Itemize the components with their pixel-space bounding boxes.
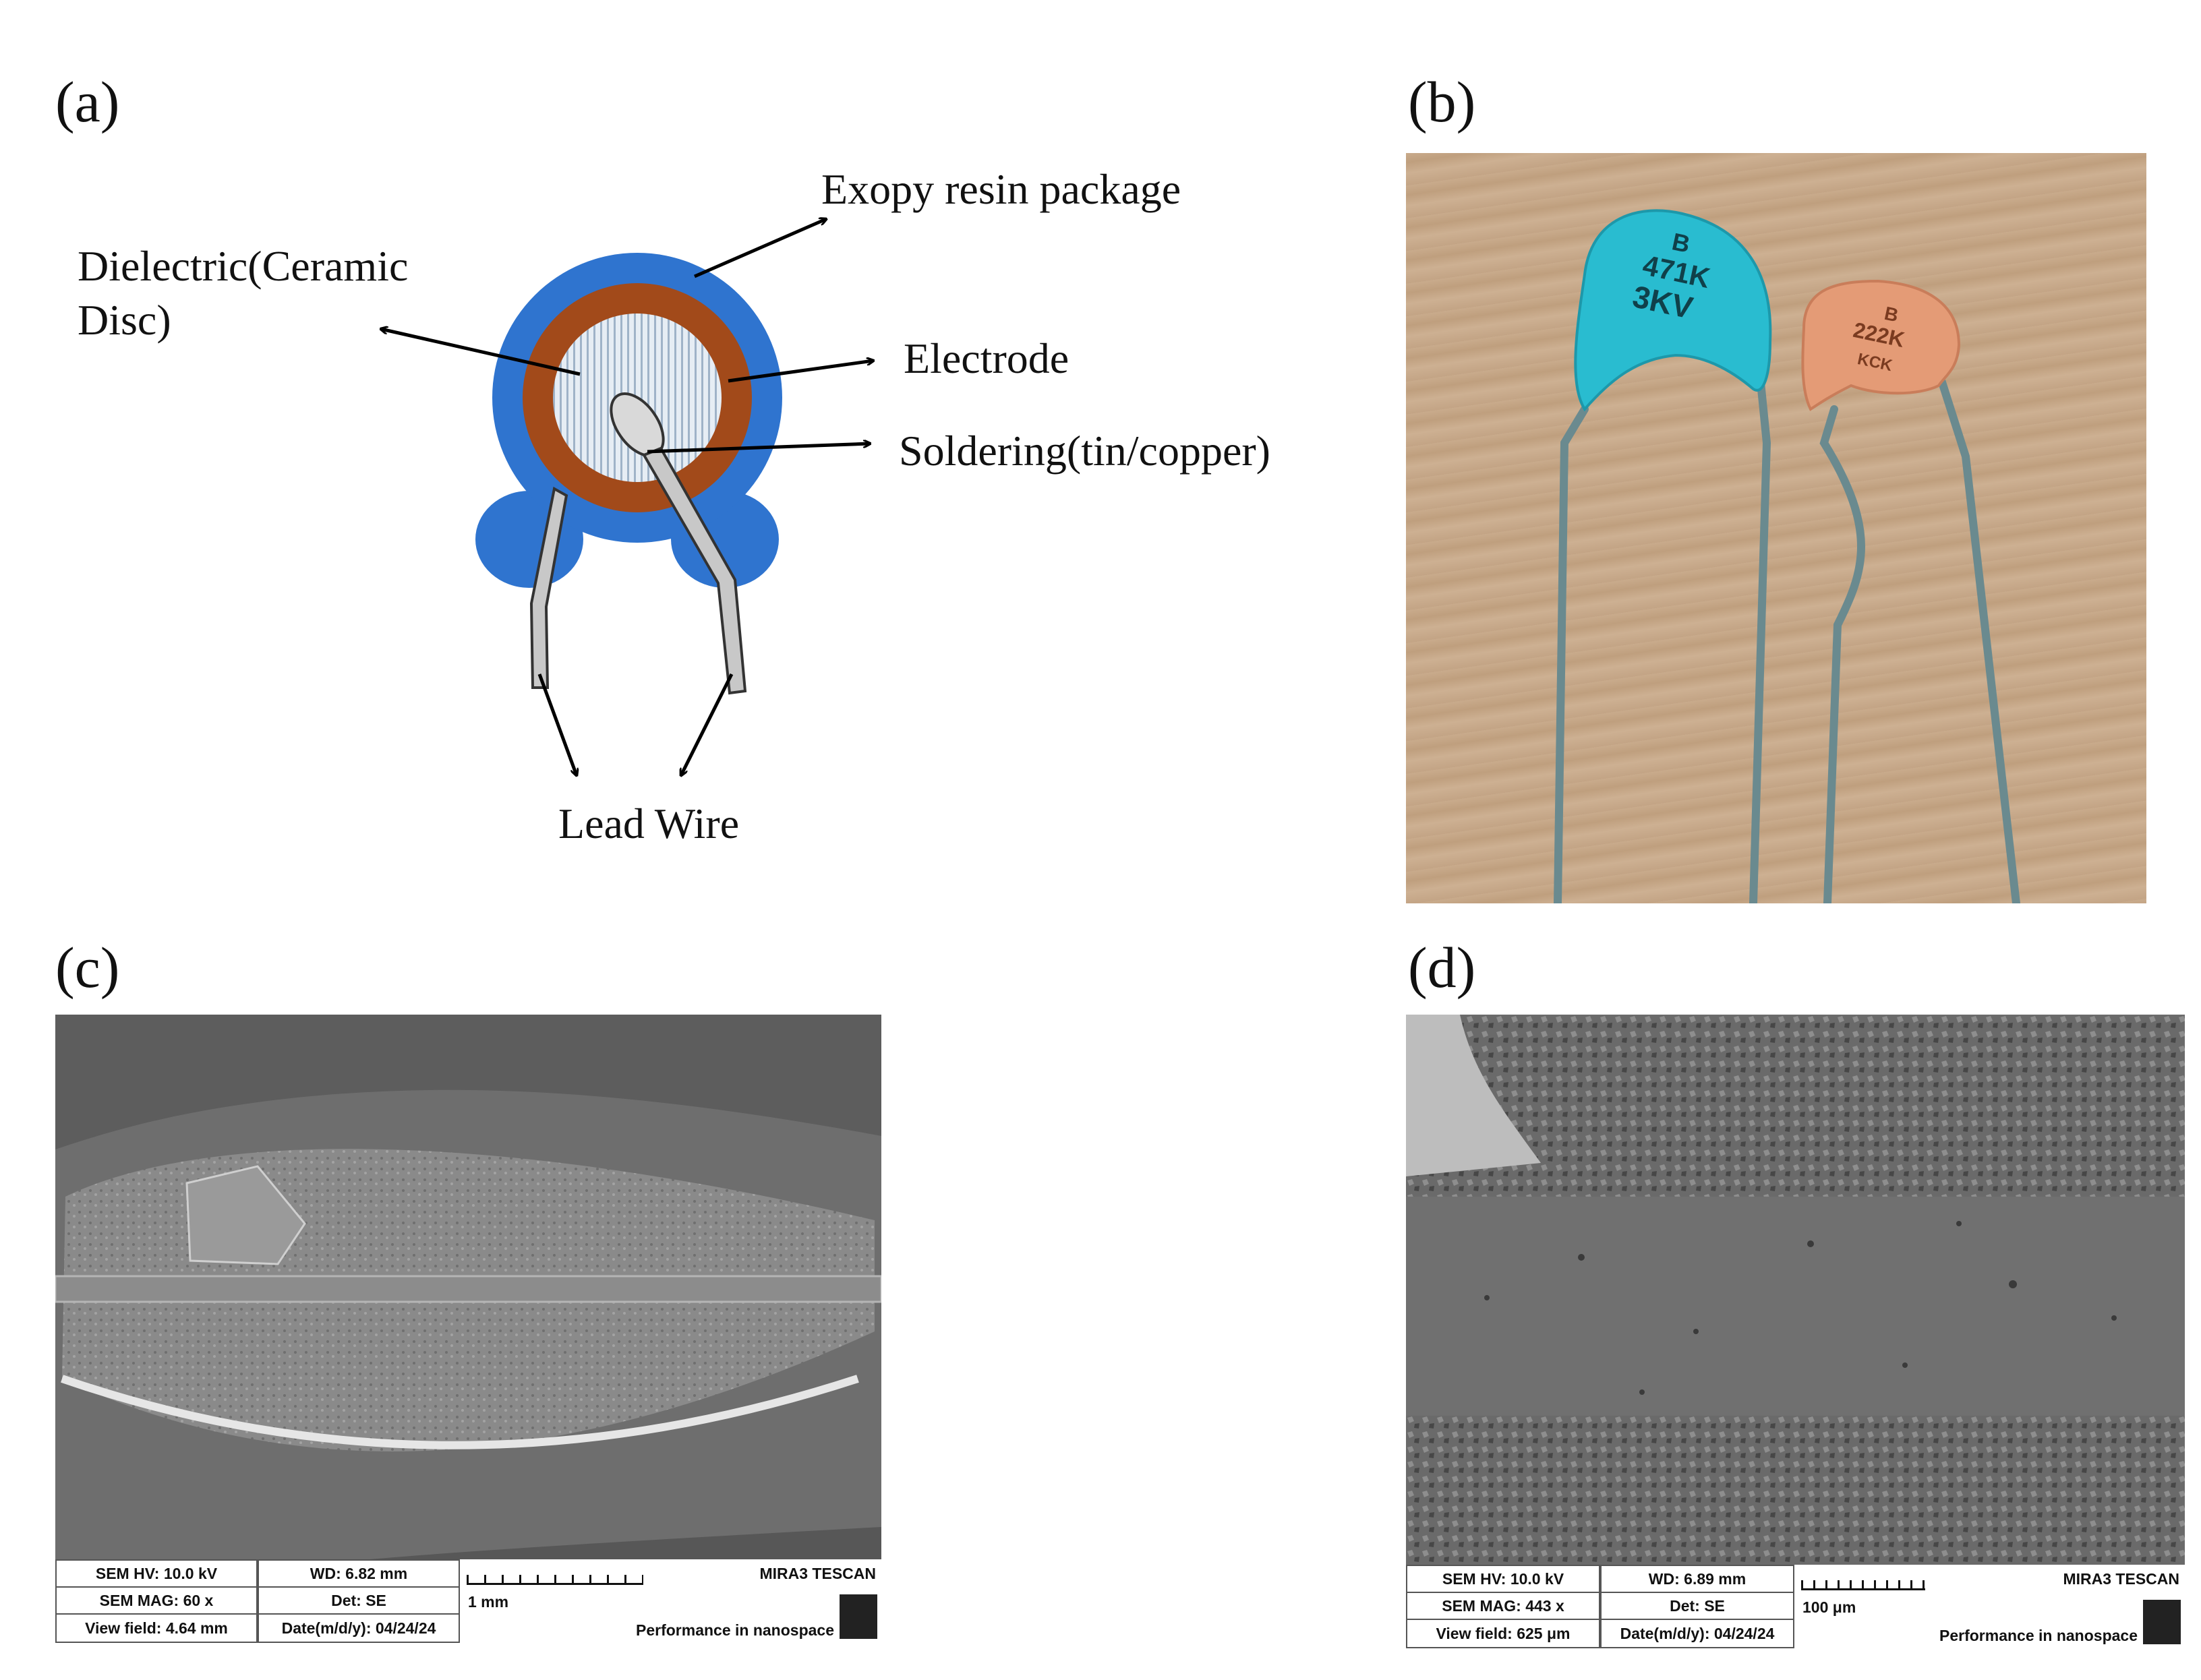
sem-date-d: Date(m/d/y): 04/24/24 bbox=[1600, 1619, 1794, 1648]
sem-hv-d: SEM HV: 10.0 kV bbox=[1406, 1565, 1600, 1593]
sem-tagline-c: Performance in nanospace bbox=[636, 1621, 834, 1639]
sem-scale-bar-c bbox=[467, 1562, 643, 1585]
label-lead-wire: Lead Wire bbox=[558, 800, 740, 847]
sem-info-bar-d: SEM HV: 10.0 kV WD: 6.89 mm MIRA3 TESCAN… bbox=[1406, 1565, 2185, 1648]
label-electrode: Electrode bbox=[904, 334, 1069, 382]
lead-wire-right bbox=[642, 446, 747, 695]
sem-scale-c: 1 mm bbox=[468, 1593, 509, 1611]
sem-date-c: Date(m/d/y): 04/24/24 bbox=[258, 1613, 460, 1643]
annotation-arrows bbox=[381, 219, 873, 775]
panel-c-label: (c) bbox=[55, 935, 120, 1000]
tescan-logo-c bbox=[840, 1594, 877, 1639]
sem-image-c: SEM HV: 10.0 kV WD: 6.82 mm MIRA3 TESCAN… bbox=[55, 1015, 881, 1643]
panel-b-label: (b) bbox=[1408, 69, 1476, 134]
panel-d-label: (d) bbox=[1408, 935, 1476, 1000]
sem-wd-d: WD: 6.89 mm bbox=[1600, 1565, 1794, 1593]
capacitor-1-lead-left bbox=[1554, 405, 1589, 903]
sem-det-d: Det: SE bbox=[1600, 1592, 1794, 1620]
capacitor-photo: B 471K 3KV B 222K KCK bbox=[1406, 153, 2146, 903]
label-resin-package: Exopy resin package bbox=[821, 165, 1181, 213]
sem-scale-bar-d bbox=[1801, 1567, 1925, 1590]
sem-det-c: Det: SE bbox=[258, 1586, 460, 1615]
upper-ceramic-layer bbox=[1406, 1015, 2185, 1200]
capacitor-1-body bbox=[1574, 209, 1772, 412]
capacitor-2-lead-right bbox=[1938, 378, 2020, 903]
sem-wd-c: WD: 6.82 mm bbox=[258, 1559, 460, 1588]
sem-tagline-d: Performance in nanospace bbox=[1939, 1627, 2138, 1644]
sem-image-d: SEM HV: 10.0 kV WD: 6.89 mm MIRA3 TESCAN… bbox=[1406, 1015, 2185, 1648]
tescan-logo-d bbox=[2143, 1600, 2181, 1644]
capacitor-2-body bbox=[1801, 279, 1961, 411]
label-soldering: Soldering(tin/copper) bbox=[899, 427, 1270, 475]
sem-mag-d: SEM MAG: 443 x bbox=[1406, 1592, 1600, 1620]
sem-hv-c: SEM HV: 10.0 kV bbox=[55, 1559, 258, 1588]
capacitor-diagram bbox=[0, 0, 1349, 876]
label-dielectric-1: Dielectric(Ceramic bbox=[78, 242, 409, 290]
capacitor-1-lead-right bbox=[1749, 371, 1771, 903]
lead-wire-left bbox=[529, 486, 568, 689]
sem-mag-c: SEM MAG: 60 x bbox=[55, 1586, 258, 1615]
sem-view-c: View field: 4.64 mm bbox=[55, 1613, 258, 1643]
capacitor-2-lead-left bbox=[1819, 405, 1865, 903]
panel-a-label: (a) bbox=[55, 69, 120, 134]
sem-brand-c: MIRA3 TESCAN bbox=[759, 1565, 876, 1582]
sem-view-d: View field: 625 μm bbox=[1406, 1619, 1600, 1648]
sem-scale-d: 100 μm bbox=[1802, 1598, 1856, 1616]
dense-electrode-layer bbox=[1406, 1197, 2185, 1419]
electrode-layer bbox=[55, 1275, 881, 1303]
sem-brand-d: MIRA3 TESCAN bbox=[2063, 1570, 2179, 1588]
label-dielectric-2: Disc) bbox=[78, 296, 171, 344]
sem-info-bar-c: SEM HV: 10.0 kV WD: 6.82 mm MIRA3 TESCAN… bbox=[55, 1559, 881, 1643]
